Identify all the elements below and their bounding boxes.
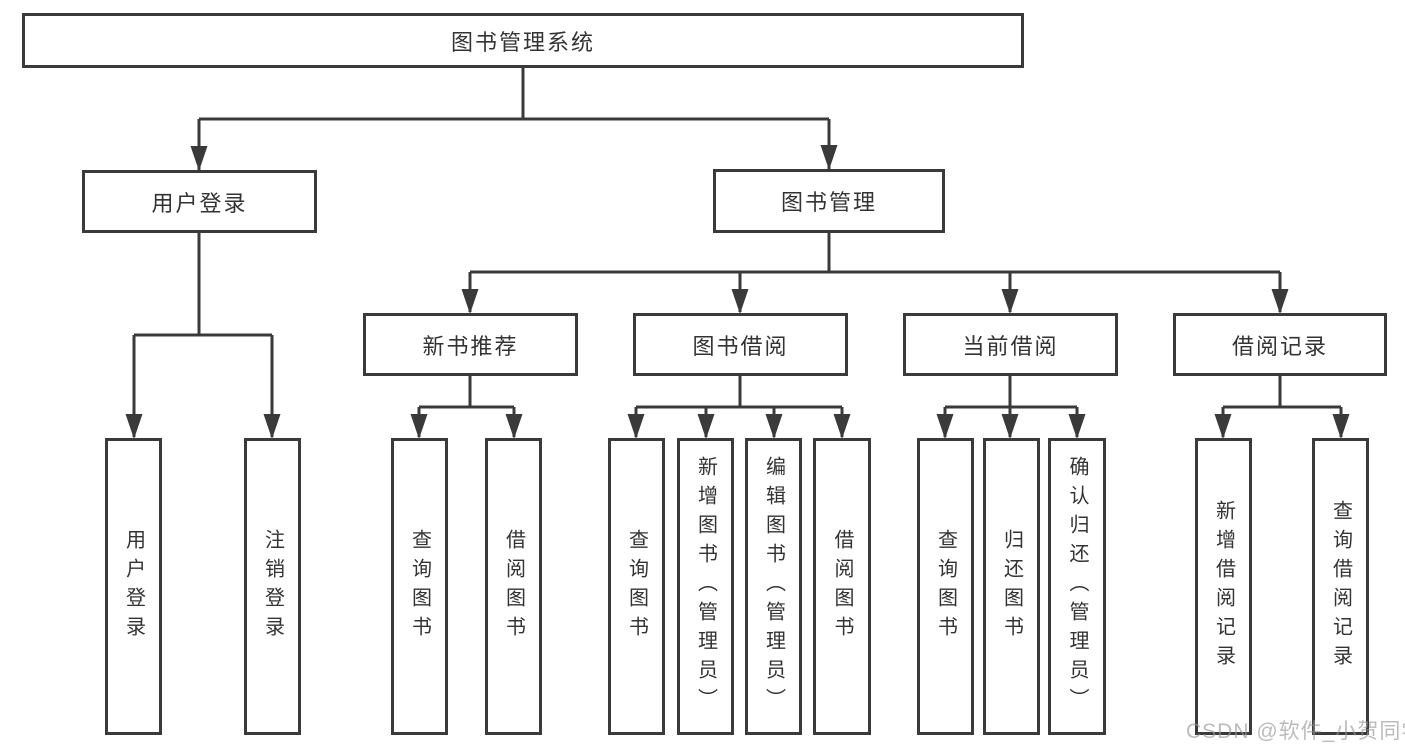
arrowhead-icon	[461, 289, 479, 314]
leaf-records-add: 新增借阅记录	[1195, 438, 1252, 735]
arrowhead-icon	[833, 414, 851, 439]
leaf-borrow-query: 查询图书	[608, 438, 665, 735]
node-current-borrow-label: 当前借阅	[962, 333, 1059, 359]
leaf-current-query: 查询图书	[917, 438, 974, 735]
leaf-user-login-label: 用户登录	[122, 528, 145, 645]
leaf-borrow-borrow-label: 借阅图书	[831, 528, 853, 645]
arrowhead-icon	[627, 414, 645, 439]
csdn-watermark: CSDN @软件_小贺同学	[1186, 720, 1405, 743]
leaf-borrow-edit: 编辑图书（管理员）	[745, 438, 802, 735]
leaf-rec-borrow-label: 借阅图书	[502, 528, 525, 645]
leaf-borrow-borrow: 借阅图书	[813, 438, 871, 735]
arrowhead-icon	[765, 414, 783, 439]
node-book-mgmt: 图书管理	[713, 169, 945, 233]
node-root: 图书管理系统	[22, 13, 1024, 68]
arrowhead-icon	[820, 145, 838, 170]
arrowhead-icon	[410, 414, 428, 439]
leaf-current-return-label: 归还图书	[1000, 528, 1023, 645]
leaf-rec-query: 查询图书	[391, 438, 448, 735]
leaf-current-confirm-label: 确认归还（管理员）	[1066, 456, 1088, 717]
leaf-records-query-label: 查询借阅记录	[1329, 499, 1352, 674]
arrowhead-icon	[1068, 414, 1086, 439]
leaf-logout-label: 注销登录	[261, 528, 284, 645]
node-user-login-label: 用户登录	[151, 190, 248, 216]
arrowhead-icon	[190, 146, 208, 171]
arrowhead-icon	[125, 414, 143, 439]
leaf-current-query-label: 查询图书	[934, 528, 957, 645]
arrowhead-icon	[1001, 289, 1019, 314]
leaf-records-query: 查询借阅记录	[1312, 438, 1369, 735]
node-root-label: 图书管理系统	[450, 29, 595, 55]
node-book-mgmt-label: 图书管理	[780, 190, 877, 215]
arrowhead-icon	[1271, 289, 1289, 314]
leaf-logout: 注销登录	[244, 438, 301, 735]
arrowhead-icon	[1214, 414, 1232, 439]
arrowhead-icon	[263, 414, 281, 439]
leaf-rec-query-label: 查询图书	[408, 528, 431, 645]
arrowhead-icon	[936, 414, 954, 439]
node-new-book-rec-label: 新书推荐	[422, 333, 519, 359]
leaf-borrow-add-label: 新增图书（管理员）	[694, 456, 717, 717]
leaf-user-login: 用户登录	[105, 438, 162, 735]
node-borrow-records: 借阅记录	[1173, 313, 1387, 376]
node-book-borrow: 图书借阅	[633, 313, 848, 376]
leaf-current-confirm: 确认归还（管理员）	[1048, 438, 1106, 735]
leaf-rec-borrow: 借阅图书	[485, 438, 542, 735]
arrowhead-icon	[505, 414, 523, 439]
node-new-book-rec: 新书推荐	[363, 313, 578, 376]
leaf-borrow-add: 新增图书（管理员）	[677, 438, 734, 735]
leaf-borrow-edit-label: 编辑图书（管理员）	[762, 456, 785, 717]
node-current-borrow: 当前借阅	[903, 313, 1118, 376]
arrowhead-icon	[697, 414, 715, 439]
arrowhead-icon	[731, 289, 749, 314]
leaf-current-return: 归还图书	[983, 438, 1040, 735]
node-book-borrow-label: 图书借阅	[692, 333, 789, 359]
leaf-records-add-label: 新增借阅记录	[1212, 499, 1235, 674]
node-borrow-records-label: 借阅记录	[1231, 333, 1328, 359]
arrowhead-icon	[1001, 414, 1019, 439]
leaf-borrow-query-label: 查询图书	[625, 528, 648, 645]
arrowhead-icon	[1332, 414, 1350, 439]
node-user-login: 用户登录	[82, 170, 317, 233]
